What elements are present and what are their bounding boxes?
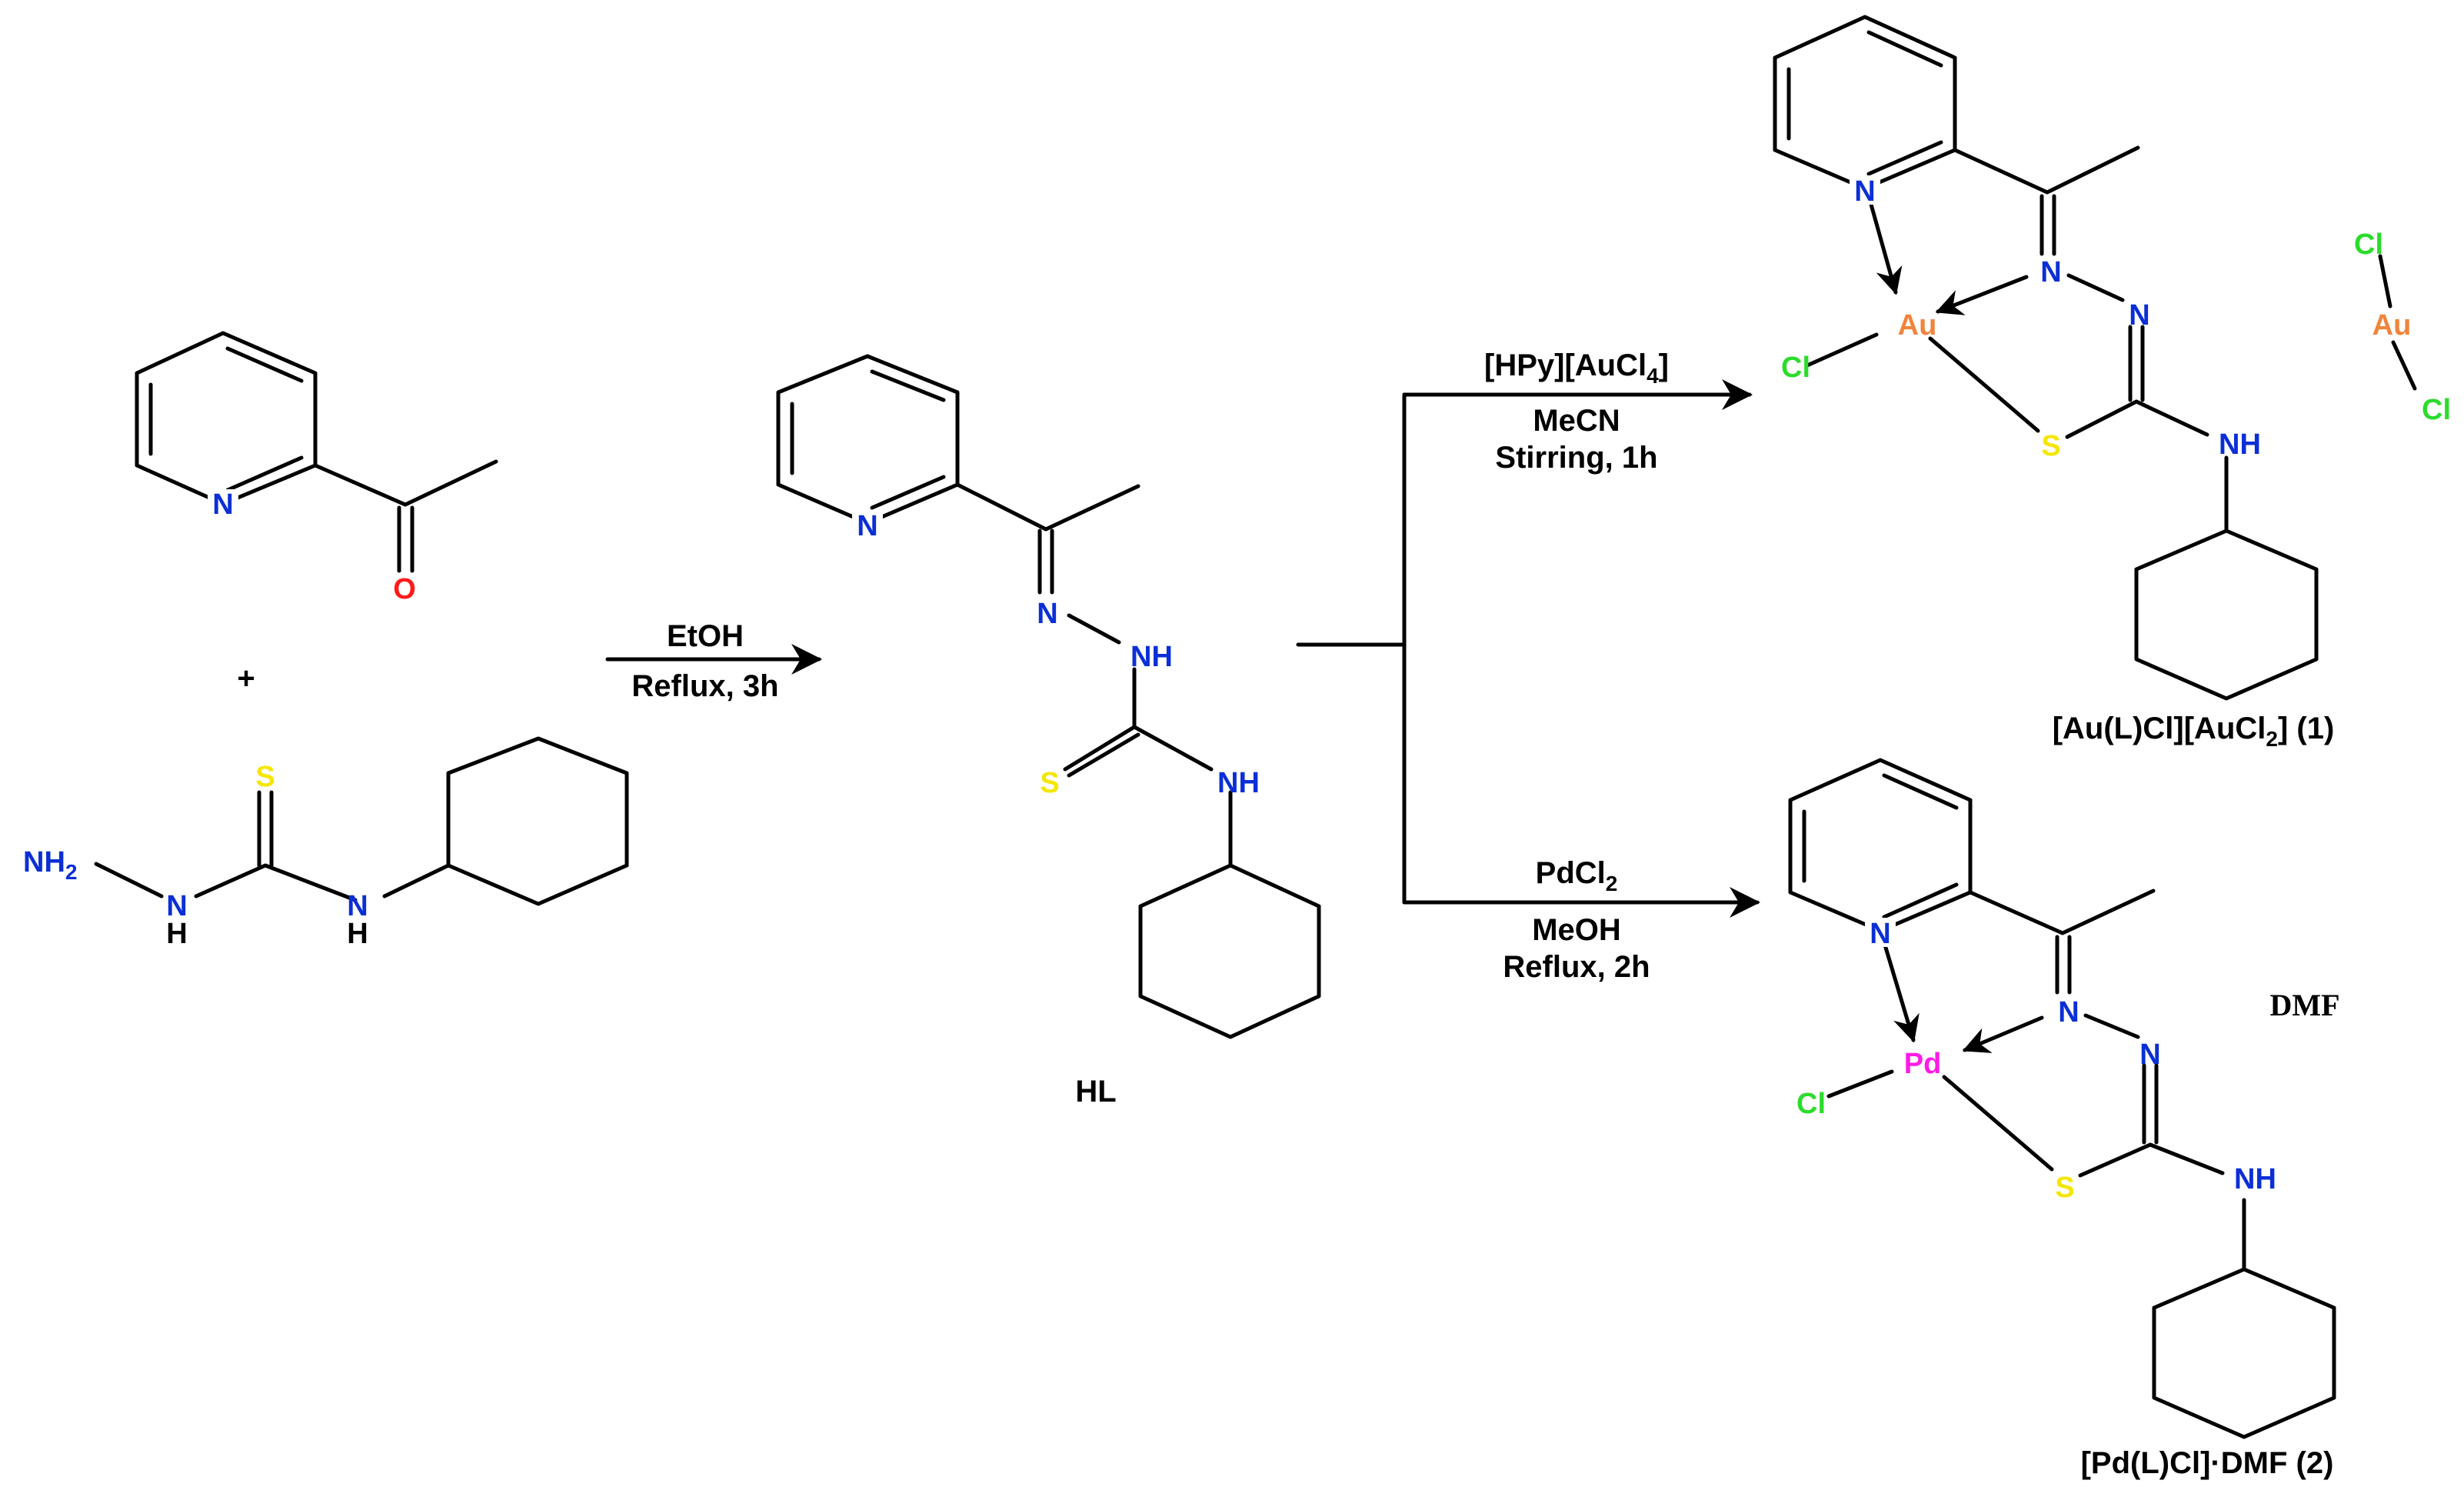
plus-sign: + [237, 662, 255, 695]
step1-conditions: Reflux, 3h [631, 669, 778, 703]
atom-n: N [2139, 1039, 2160, 1071]
au-reagent: [HPy][AuCl4] [1484, 348, 1669, 388]
dmf-solvent-label: DMF [2269, 988, 2339, 1022]
ligand-hl-molecule: N N NH S NH [776, 354, 1321, 1039]
au-solvent: MeCN [1533, 404, 1620, 438]
atom-nh: NH [2234, 1163, 2276, 1195]
atom-nh: NH [1217, 767, 1260, 799]
atom-nh2: NH2 [23, 846, 77, 884]
atom-n: N [1870, 918, 1890, 950]
product1-label: [Au(L)Cl][AuCl2] (1) [2053, 712, 2335, 751]
acetylpyridine-molecule: N O [135, 331, 498, 605]
atom-s: S [2041, 430, 2060, 462]
step1-solvent: EtOH [667, 619, 744, 653]
au-complex-molecule: N N N Au Cl S NH [1773, 15, 2319, 701]
atom-nh: NH [2219, 428, 2261, 461]
product2-label: [Pd(L)Cl]·DMF (2) [2081, 1446, 2334, 1480]
au-conditions: Stirring, 1h [1495, 441, 1657, 475]
atom-nh: NH [1130, 641, 1173, 673]
atom-au: Au [2372, 309, 2412, 342]
atom-n: N [347, 890, 368, 922]
atom-n: N [857, 510, 877, 542]
atom-cl: Cl [1781, 352, 1810, 384]
atom-n: N [2129, 299, 2149, 332]
atom-n: N [166, 890, 187, 922]
atom-h: H [166, 918, 187, 950]
atom-n: N [1854, 175, 1875, 208]
atom-n: N [1037, 598, 1057, 630]
atom-h: H [347, 918, 368, 950]
step1-arrow: EtOH Reflux, 3h [605, 619, 822, 703]
atom-cl: Cl [2354, 228, 2383, 261]
atom-au: Au [1898, 309, 1937, 342]
pd-reagent: PdCl2 [1536, 856, 1618, 895]
pd-conditions: Reflux, 2h [1503, 950, 1650, 984]
ligand-label: HL [1075, 1075, 1116, 1109]
atom-o: O [393, 573, 416, 605]
pd-complex-molecule: N N N Pd Cl S NH [1788, 758, 2336, 1439]
atom-pd: Pd [1904, 1048, 1942, 1080]
atom-s: S [255, 761, 275, 793]
pd-solvent: MeOH [1532, 913, 1621, 947]
atom-cl: Cl [1796, 1088, 1826, 1120]
thiosemicarbazide-molecule: NH2 N H N H S [23, 736, 629, 950]
atom-s: S [2055, 1172, 2074, 1204]
atom-n: N [2058, 996, 2079, 1029]
atom-s: S [1040, 767, 1059, 799]
branch-arrows: [HPy][AuCl4] MeCN Stirring, 1h PdCl2 MeO… [1296, 348, 1760, 984]
atom-n: N [212, 488, 233, 521]
atom-cl: Cl [2422, 394, 2451, 426]
aucl2-anion: Cl Au Cl [2354, 228, 2451, 426]
atom-n: N [2040, 256, 2061, 288]
